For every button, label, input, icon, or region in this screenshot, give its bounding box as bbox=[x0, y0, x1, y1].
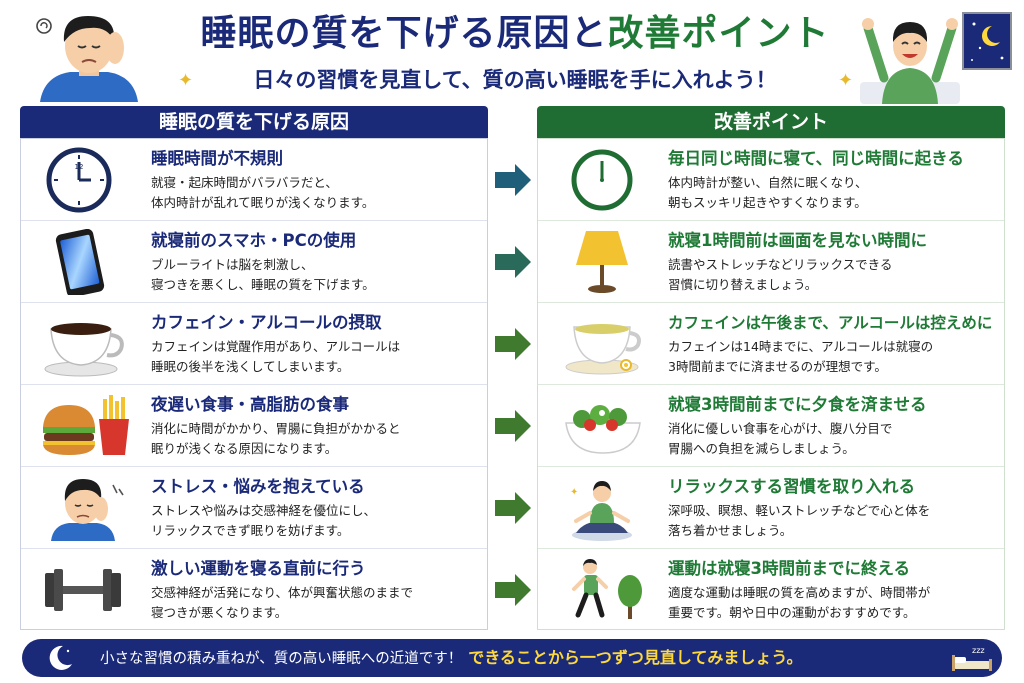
arrow-right-icon bbox=[495, 574, 531, 606]
cause-item: 12 睡眠時間が不規則 就寝・起床時間がバラバラだと、体内時計が乱れて眠りが浅く… bbox=[21, 139, 487, 221]
causes-heading: 睡眠の質を下げる原因 bbox=[20, 106, 488, 138]
cause-item: 就寝前のスマホ・PCの使用 ブルーライトは脳を刺激し、寝つきを悪くし、睡眠の質を… bbox=[21, 221, 487, 303]
cause-desc: 交感神経が活発になり、体が興奮状態のままで寝つきが悪くなります。 bbox=[151, 585, 414, 620]
improvement-title: 運動は就寝3時間前までに終える bbox=[668, 559, 910, 578]
improvement-desc: 読書やストレッチなどリラックスできる習慣に切り替えましょう。 bbox=[668, 257, 893, 292]
improvement-title: 就寝1時間前は画面を見ない時間に bbox=[668, 231, 927, 250]
cause-title: 夜遅い食事・高脂肪の食事 bbox=[151, 395, 349, 414]
arrow-right-icon bbox=[495, 328, 531, 360]
improvement-item: カフェインは午後まで、アルコールは控えめに カフェインは14時までに、アルコール… bbox=[538, 303, 1004, 385]
improvement-item: 運動は就寝3時間前までに終える 適度な運動は睡眠の質を高めますが、時間帯が重要で… bbox=[538, 549, 1004, 631]
stressed-man-icon bbox=[51, 479, 124, 541]
cause-title: 激しい運動を寝る直前に行う bbox=[151, 559, 366, 578]
arrow-right-icon bbox=[495, 246, 531, 278]
moon-icon bbox=[49, 645, 72, 670]
walking-person-icon bbox=[572, 559, 642, 619]
footer-highlight: できることから一つずつ見直してみましょう。 bbox=[468, 648, 803, 667]
improvement-title: カフェインは午後まで、アルコールは控えめに bbox=[668, 314, 993, 332]
svg-text:✦: ✦ bbox=[570, 487, 578, 498]
page-title: 睡眠の質を下げる原因と改善ポイント bbox=[150, 8, 880, 60]
lamp-icon bbox=[576, 231, 628, 293]
cause-item: 激しい運動を寝る直前に行う 交感神経が活発になり、体が興奮状態のままで寝つきが悪… bbox=[21, 549, 487, 631]
cause-desc: ストレスや悩みは交感神経を優位にし、リラックスできず眠りを妨げます。 bbox=[151, 503, 377, 538]
improvement-item: ✦ リラックスする習慣を取り入れる 深呼吸、瞑想、軽いストレッチなどで心と体を落… bbox=[538, 467, 1004, 549]
cause-item: カフェイン・アルコールの摂取 カフェインは覚醒作用があり、アルコールは睡眠の後半… bbox=[21, 303, 487, 385]
causes-list: 12 睡眠時間が不規則 就寝・起床時間がバラバラだと、体内時計が乱れて眠りが浅く… bbox=[20, 138, 488, 630]
sleeping-bed-icon: zzz bbox=[952, 646, 992, 671]
header: 睡眠の質を下げる原因と改善ポイント ✦ 日々の習慣を見直して、質の高い睡眠を手に… bbox=[0, 0, 1024, 104]
improvement-desc: 体内時計が整い、自然に眠くなり、朝もスッキリ起きやすくなります。 bbox=[668, 175, 868, 210]
sparkle-icon: ✦ bbox=[838, 70, 854, 91]
tired-man-icon bbox=[36, 16, 138, 102]
cause-desc: 消化に時間がかかり、胃腸に負担がかかると眠りが浅くなる原因になります。 bbox=[151, 421, 401, 456]
cause-title: カフェイン・アルコールの摂取 bbox=[151, 313, 382, 332]
cause-desc: 就寝・起床時間がバラバラだと、体内時計が乱れて眠りが浅くなります。 bbox=[151, 175, 375, 210]
burger-fries-icon bbox=[43, 395, 129, 455]
improvement-desc: 深呼吸、瞑想、軽いストレッチなどで心と体を落ち着かせましょう。 bbox=[668, 503, 931, 538]
improvement-title: 就寝3時間前までに夕食を済ませる bbox=[668, 395, 927, 414]
footer-message: 小さな習慣の積み重ねが、質の高い睡眠への近道です！ できることから一つずつ見直して… bbox=[100, 639, 940, 678]
night-window-icon bbox=[962, 12, 1012, 70]
meditation-icon: ✦ bbox=[570, 481, 632, 541]
footer-banner: 小さな習慣の積み重ねが、質の高い睡眠への近道です！ できることから一つずつ見直して… bbox=[22, 639, 1002, 677]
improvements-list: 毎日同じ時間に寝て、同じ時間に起きる 体内時計が整い、自然に眠くなり、朝もスッキ… bbox=[537, 138, 1005, 630]
arrow-right-icon bbox=[495, 492, 531, 524]
sparkle-icon: ✦ bbox=[178, 70, 194, 91]
improvement-title: リラックスする習慣を取り入れる bbox=[668, 477, 916, 496]
title-part-causes: 睡眠の質を下げる原因と bbox=[200, 13, 608, 54]
cause-title: 睡眠時間が不規則 bbox=[151, 149, 283, 168]
title-part-improvements: 改善ポイント bbox=[607, 13, 830, 54]
dumbbell-icon bbox=[45, 569, 121, 611]
improvement-desc: 適度な運動は睡眠の質を高めますが、時間帯が重要です。朝や日中の運動がおすすめです… bbox=[668, 585, 931, 620]
cause-item: ストレス・悩みを抱えている ストレスや悩みは交感神経を優位にし、リラックスできず… bbox=[21, 467, 487, 549]
arrow-right-icon bbox=[495, 410, 531, 442]
improvements-heading: 改善ポイント bbox=[537, 106, 1005, 138]
page-subtitle: 日々の習慣を見直して、質の高い睡眠を手に入れよう！ bbox=[253, 68, 777, 92]
improvement-item: 毎日同じ時間に寝て、同じ時間に起きる 体内時計が整い、自然に眠くなり、朝もスッキ… bbox=[538, 139, 1004, 221]
footer-text: 小さな習慣の積み重ねが、質の高い睡眠への近道です！ bbox=[100, 651, 463, 667]
improvement-item: 就寝3時間前までに夕食を済ませる 消化に優しい食事を心がけ、腹八分目で胃腸への負… bbox=[538, 385, 1004, 467]
arrow-right-icon bbox=[495, 164, 531, 196]
clock-icon: 12 bbox=[46, 147, 112, 213]
improvement-title: 毎日同じ時間に寝て、同じ時間に起きる bbox=[668, 149, 964, 168]
salad-bowl-icon bbox=[565, 405, 641, 454]
cause-desc: カフェインは覚醒作用があり、アルコールは睡眠の後半を浅くしてしまいます。 bbox=[151, 339, 401, 374]
improvement-item: 就寝1時間前は画面を見ない時間に 読書やストレッチなどリラックスできる習慣に切り… bbox=[538, 221, 1004, 303]
happy-man-icon bbox=[860, 18, 960, 104]
smartphone-icon bbox=[55, 229, 105, 295]
clock-number: 12 bbox=[75, 163, 84, 171]
cause-desc: ブルーライトは脳を刺激し、寝つきを悪くし、睡眠の質を下げます。 bbox=[151, 257, 375, 292]
cause-item: 夜遅い食事・高脂肪の食事 消化に時間がかかり、胃腸に負担がかかると眠りが浅くなる… bbox=[21, 385, 487, 467]
herbal-tea-icon bbox=[565, 324, 641, 375]
cause-title: 就寝前のスマホ・PCの使用 bbox=[151, 231, 357, 250]
improvement-desc: 消化に優しい食事を心がけ、腹八分目で胃腸への負担を減らしましょう。 bbox=[668, 421, 893, 456]
coffee-cup-icon bbox=[44, 323, 124, 377]
cause-title: ストレス・悩みを抱えている bbox=[151, 477, 365, 496]
clock-icon bbox=[571, 149, 633, 211]
zzz-text: zzz bbox=[972, 646, 985, 655]
